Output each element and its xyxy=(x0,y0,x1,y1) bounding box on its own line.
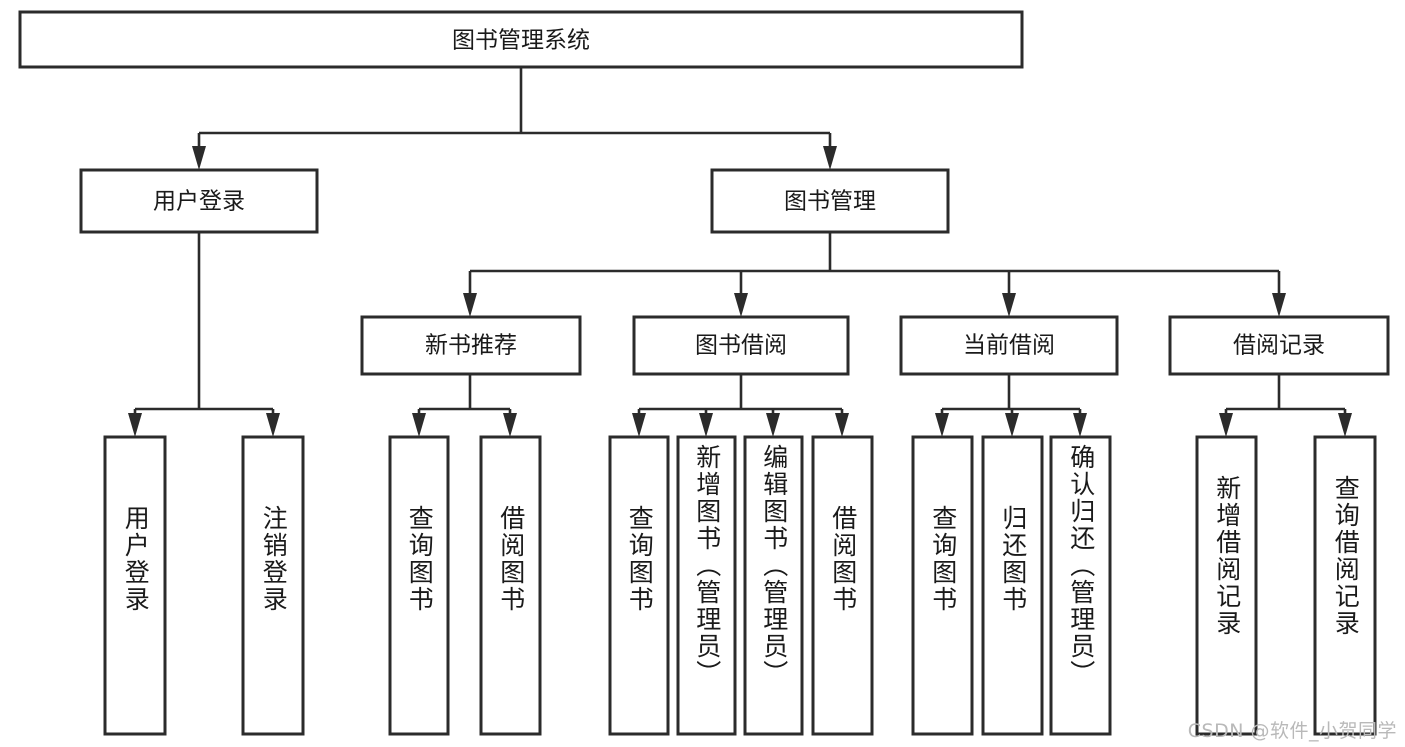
leaf-box-query-book-current xyxy=(911,435,974,736)
leaf-box-add-book-admin xyxy=(676,435,737,736)
connector-borrow-record-to-leaves xyxy=(1219,374,1352,437)
node-current-borrow-label: 当前借阅 xyxy=(963,333,1055,359)
connector-new-book-rec-to-leaves xyxy=(412,374,517,437)
csdn-watermark: CSDN @软件_小贺同学 xyxy=(1187,720,1397,742)
leaf-box-confirm-return xyxy=(1049,435,1112,736)
leaf-box-add-borrow-record xyxy=(1195,435,1258,736)
node-user-login-label: 用户登录 xyxy=(153,189,245,215)
leaf-box-logout xyxy=(241,435,305,736)
leaf-box-user-login xyxy=(103,435,167,736)
node-book-borrow-label: 图书借阅 xyxy=(695,333,787,359)
node-current-borrow[interactable]: 当前借阅 xyxy=(899,315,1119,376)
connector-book-mgmt-to-level3 xyxy=(463,232,1286,317)
node-new-book-recommend-label: 新书推荐 xyxy=(425,333,517,359)
node-book-borrow[interactable]: 图书借阅 xyxy=(632,315,850,376)
node-book-management[interactable]: 图书管理 xyxy=(710,168,950,234)
leaf-box-borrow-book-rec xyxy=(479,435,542,736)
connector-current-borrow-to-leaves xyxy=(935,374,1087,437)
node-root-label: 图书管理系统 xyxy=(452,28,590,54)
leaf-box-borrow-book xyxy=(811,435,874,736)
node-root[interactable]: 图书管理系统 xyxy=(18,10,1024,69)
connector-user-login-to-leaves xyxy=(128,232,280,437)
node-new-book-recommend[interactable]: 新书推荐 xyxy=(360,315,582,376)
node-borrow-record-label: 借阅记录 xyxy=(1233,333,1325,359)
leaf-box-return-book xyxy=(981,435,1044,736)
leaf-box-query-book-rec xyxy=(388,435,450,736)
node-borrow-record[interactable]: 借阅记录 xyxy=(1168,315,1390,376)
node-user-login[interactable]: 用户登录 xyxy=(79,168,319,234)
leaf-box-edit-book-admin xyxy=(743,435,804,736)
leaf-boxes xyxy=(103,435,1377,736)
leaf-box-query-borrow-record xyxy=(1313,435,1377,736)
connector-book-borrow-to-leaves xyxy=(632,374,849,437)
node-book-management-label: 图书管理 xyxy=(784,189,876,215)
connector-root-to-level2 xyxy=(192,67,837,170)
leaf-box-query-book-borrow xyxy=(608,435,670,736)
